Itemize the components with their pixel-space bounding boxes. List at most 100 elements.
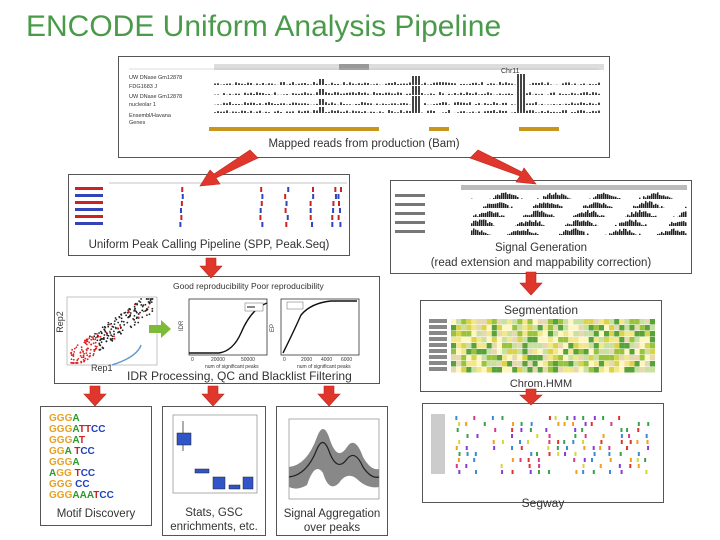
read-coverage-bar [223, 84, 225, 85]
peak-mark [337, 215, 340, 220]
signal-bar [529, 215, 531, 217]
heatmap-cell [451, 337, 457, 343]
heatmap-cell [639, 349, 645, 355]
segway-caption: Segway [521, 496, 565, 510]
heatmap-cell [512, 361, 518, 367]
signal-bar [573, 228, 575, 235]
idr-caption: IDR Processing, QC and Blacklist Filteri… [127, 369, 352, 383]
heatmap-cell [568, 319, 574, 325]
read-coverage-bar [316, 92, 318, 95]
heatmap-cell [502, 331, 508, 337]
rep2-label: Rep2 [54, 311, 65, 333]
segment-mark [644, 458, 647, 462]
signal-bar [527, 229, 529, 235]
signal-bar [491, 211, 493, 217]
read-coverage-bar [316, 83, 318, 85]
heatmap-cell [604, 337, 610, 343]
scatter-point [110, 334, 113, 337]
signal-bar [591, 223, 593, 226]
heatmap-cell [486, 331, 492, 337]
heatmap-cell [609, 367, 615, 373]
read-coverage-bar [499, 110, 501, 113]
scatter-point [139, 311, 141, 314]
read-coverage-bar [424, 103, 426, 105]
heatmap-cell [502, 367, 508, 373]
idr-tick: 50000 [241, 357, 255, 363]
heatmap-cell [491, 337, 497, 343]
signal-tracks-image [395, 185, 687, 235]
read-coverage-bar [598, 110, 600, 113]
read-coverage-bar [343, 82, 345, 85]
heatmap-cell [573, 367, 579, 373]
read-coverage-bar [226, 103, 228, 105]
segment-mark [582, 464, 585, 468]
read-coverage-bar [265, 102, 267, 105]
signal-bar [523, 223, 525, 226]
peak-calling-caption: Uniform Peak Calling Pipeline (SPP, Peak… [69, 238, 349, 252]
scatter-point [133, 310, 136, 312]
heatmap-cell [629, 325, 635, 331]
read-coverage-bar [532, 82, 534, 85]
read-coverage-bar [280, 112, 282, 113]
heatmap-cell [476, 355, 482, 361]
segment-mark [483, 422, 486, 426]
heatmap-cell [451, 349, 457, 355]
read-coverage-bar [457, 112, 459, 113]
signal-bar [497, 203, 499, 208]
read-coverage-bar [304, 82, 306, 85]
read-coverage-bar [358, 83, 360, 85]
heatmap-cell [512, 367, 518, 373]
heatmap-cell [496, 367, 502, 373]
scatter-point [97, 335, 100, 338]
scatter-point [76, 344, 79, 347]
heatmap-cell [476, 343, 482, 349]
segment-mark [629, 440, 632, 444]
heatmap-cell [451, 361, 457, 367]
signal-bar [579, 230, 581, 235]
read-coverage-bar [268, 93, 270, 95]
read-coverage-bar [223, 102, 225, 105]
signal-bar [585, 205, 587, 208]
read-coverage-bar [463, 102, 465, 105]
segmentation-panel: Segmentation Chrom.HMM [420, 300, 662, 392]
signal-bar [533, 233, 535, 235]
heatmap-cell [486, 349, 492, 355]
mapped-reads-caption: Mapped reads from production (Bam) [268, 138, 460, 150]
peak-mark [309, 208, 312, 213]
heatmap-cell [471, 331, 477, 337]
scatter-point [83, 339, 86, 342]
heatmap-cell [527, 343, 533, 349]
signal-bar [481, 230, 483, 235]
heatmap-cell [588, 319, 594, 325]
heatmap-cell [476, 319, 482, 325]
signal-bar [623, 228, 625, 235]
scatter-point [117, 321, 120, 324]
signal-bar [561, 206, 563, 208]
read-coverage-bar [319, 107, 321, 113]
heatmap-cell [619, 325, 625, 331]
heatmap-cell [634, 367, 640, 373]
scatter-point [151, 310, 154, 312]
read-coverage-bar [406, 83, 408, 85]
read-coverage-bar [487, 110, 489, 113]
segment-mark [582, 470, 585, 474]
heatmap-cell [507, 343, 513, 349]
read-coverage-bar [499, 93, 501, 95]
heatmap-cell [486, 361, 492, 367]
read-coverage-bar [526, 110, 528, 113]
heatmap-cell [496, 343, 502, 349]
signal-bar [477, 221, 479, 226]
heatmap-cell [568, 343, 574, 349]
heatmap-cell [639, 337, 645, 343]
signal-bar [577, 229, 579, 235]
signal-bar [631, 232, 633, 235]
read-coverage-bar [466, 103, 468, 105]
heatmap-cell [639, 343, 645, 349]
read-coverage-bar [577, 110, 579, 113]
read-coverage-bar [487, 92, 489, 95]
signal-bar [583, 231, 585, 235]
signal-bar [529, 231, 531, 235]
track-name [75, 208, 103, 211]
track-name [395, 230, 425, 233]
signal-bar [485, 212, 487, 217]
